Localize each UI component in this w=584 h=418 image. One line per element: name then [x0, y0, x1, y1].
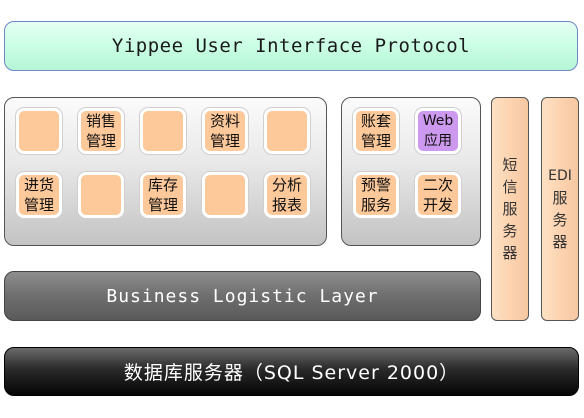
protocol-layer-label: Yippee User Interface Protocol	[111, 35, 471, 57]
business-logic-layer: Business Logistic Layer	[4, 271, 481, 321]
module-accounts: 账套 管理	[353, 108, 399, 154]
module-alert: 预警 服务	[353, 172, 399, 218]
database-server-layer: 数据库服务器（SQL Server 2000）	[4, 347, 579, 396]
module-web: Web 应用	[415, 108, 461, 154]
module-purchase-label: 进货 管理	[23, 176, 54, 214]
sms-char: 器	[502, 244, 518, 262]
module-inventory-label: 库存 管理	[147, 176, 178, 214]
sms-server-column: 短 信 服 务 器	[491, 97, 529, 321]
module-sales-label: 销售 管理	[85, 112, 116, 150]
module-analysis: 分析 报表	[264, 172, 310, 218]
edi-char: EDI	[548, 168, 572, 184]
edi-char: 服	[552, 189, 568, 207]
module-secondary-dev: 二次 开发	[415, 172, 461, 218]
database-server-layer-label: 数据库服务器（SQL Server 2000）	[123, 362, 460, 384]
sms-char: 信	[502, 178, 518, 196]
module-inventory: 库存 管理	[140, 172, 186, 218]
module-secondary-dev-label: 二次 开发	[422, 176, 453, 214]
business-logic-layer-label: Business Logistic Layer	[106, 285, 379, 307]
sms-char: 服	[502, 200, 518, 218]
module-blank-4	[78, 172, 124, 218]
module-alert-label: 预警 服务	[360, 176, 391, 214]
module-sales: 销售 管理	[78, 108, 124, 154]
protocol-layer: Yippee User Interface Protocol	[4, 21, 578, 71]
edi-server-column: EDI 服 务 器	[541, 97, 579, 321]
module-accounts-label: 账套 管理	[360, 112, 391, 150]
module-web-label: Web 应用	[422, 113, 454, 149]
module-blank-3	[264, 108, 310, 154]
module-blank-5	[202, 172, 248, 218]
sms-char: 短	[502, 156, 518, 174]
edi-char: 器	[552, 233, 568, 251]
module-materials: 资料 管理	[202, 108, 248, 154]
edi-char: 务	[552, 211, 568, 229]
sms-char: 务	[502, 222, 518, 240]
module-analysis-label: 分析 报表	[271, 176, 302, 214]
module-purchase: 进货 管理	[16, 172, 62, 218]
module-blank-1	[16, 108, 62, 154]
module-materials-label: 资料 管理	[209, 112, 240, 150]
module-blank-2	[140, 108, 186, 154]
